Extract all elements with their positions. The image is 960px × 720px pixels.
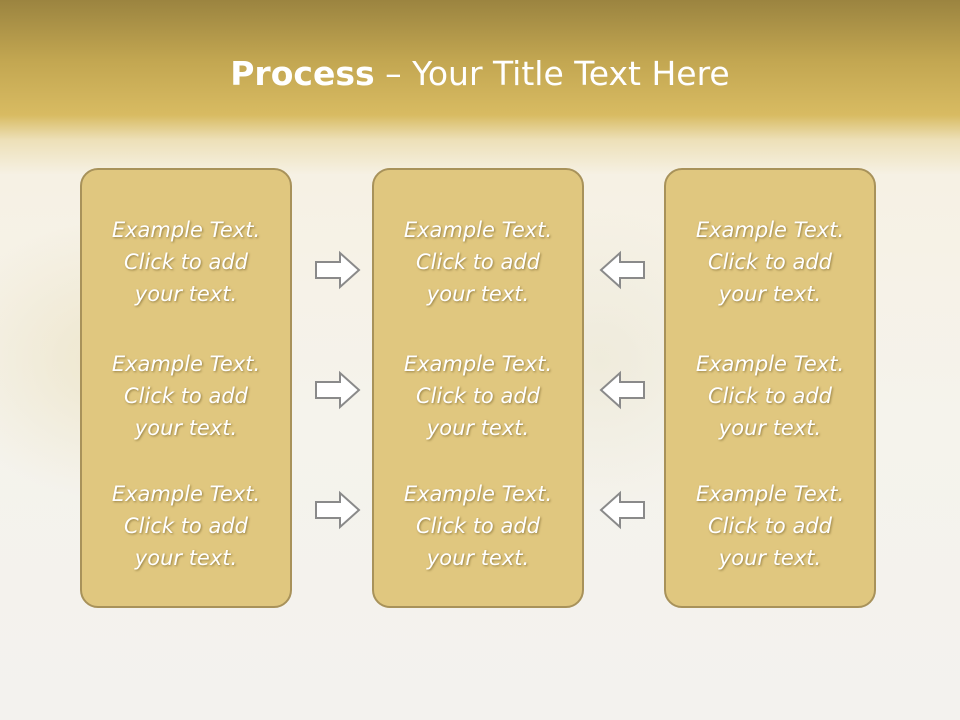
panel-text-item[interactable]: Example Text. Click to add your text. [111, 352, 261, 440]
panel-text-item[interactable]: Example Text. Click to add your text. [695, 218, 845, 306]
panel-text-item[interactable]: Example Text. Click to add your text. [111, 482, 261, 570]
panel-text-item[interactable]: Example Text. Click to add your text. [403, 218, 553, 306]
right-arrow-icon [315, 370, 361, 410]
left-arrow-icon [599, 250, 645, 290]
process-panel-left[interactable]: Example Text. Click to add your text. Ex… [80, 168, 292, 608]
panel-text-item[interactable]: Example Text. Click to add your text. [403, 482, 553, 570]
process-panel-right[interactable]: Example Text. Click to add your text. Ex… [664, 168, 876, 608]
right-arrow-icon [315, 490, 361, 530]
panel-text-item[interactable]: Example Text. Click to add your text. [111, 218, 261, 306]
left-arrow-icon [599, 490, 645, 530]
process-panel-center[interactable]: Example Text. Click to add your text. Ex… [372, 168, 584, 608]
panel-text-item[interactable]: Example Text. Click to add your text. [695, 482, 845, 570]
slide-title[interactable]: Process – Your Title Text Here [0, 52, 960, 96]
right-arrow-icon [315, 250, 361, 290]
panel-text-item[interactable]: Example Text. Click to add your text. [695, 352, 845, 440]
panel-text-item[interactable]: Example Text. Click to add your text. [403, 352, 553, 440]
title-rest: – Your Title Text Here [374, 54, 730, 93]
left-arrow-icon [599, 370, 645, 410]
title-bold: Process [230, 54, 375, 93]
